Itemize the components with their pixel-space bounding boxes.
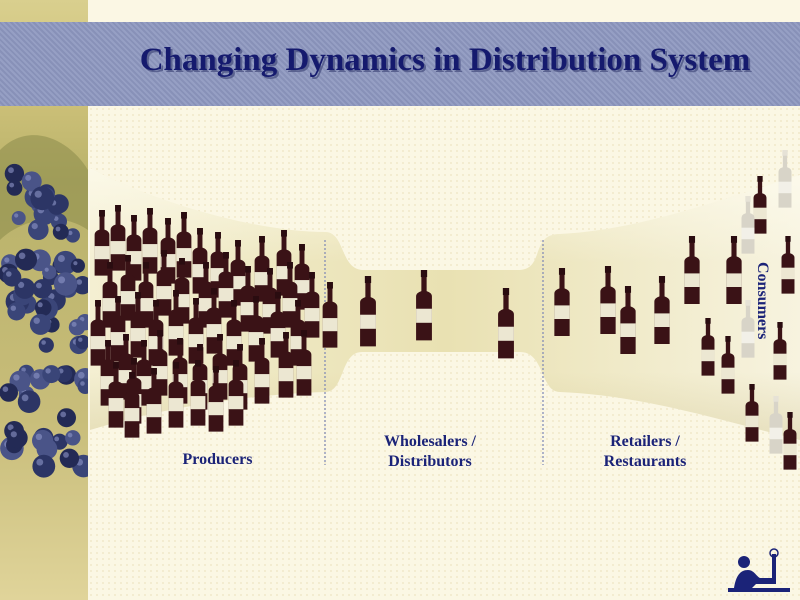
label-consumers: Consumers [754, 262, 771, 340]
wine-bottle-icon [620, 286, 636, 354]
wine-bottle-icon [120, 255, 136, 321]
wine-bottle-icon [498, 288, 514, 359]
slide-title: Changing Dynamics in Distribution System [139, 42, 751, 78]
wine-bottle-icon [721, 336, 735, 394]
wine-bottle-icon [110, 205, 126, 271]
wine-bottle-icon [296, 330, 312, 396]
title-band [0, 22, 800, 106]
wine-bottle-icon [254, 338, 270, 404]
wine-bottle-icon [240, 266, 256, 332]
wine-bottle-icon [218, 252, 234, 318]
wine-bottle-icon [554, 268, 570, 336]
wine-bottle-icon [360, 276, 376, 347]
wine-bottle-icon [190, 360, 206, 426]
wine-bottle-icon [741, 196, 755, 254]
wine-bottle-icon [156, 250, 172, 316]
label-wholesalers-distributors: Wholesalers / Distributors [355, 432, 505, 472]
wine-bottle-icon [208, 366, 224, 432]
label-wholesalers-line-2: Distributors [388, 453, 472, 470]
wine-bottle-icon [282, 262, 298, 328]
wine-bottle-icon [778, 150, 792, 208]
grape-cluster-icon [0, 135, 88, 478]
label-retailers-line-2: Restaurants [603, 453, 687, 470]
wine-bottle-icon [773, 322, 787, 380]
wine-bottle-icon [726, 236, 742, 304]
wine-bottle-icon [684, 236, 700, 304]
wine-bottle-icon [781, 236, 795, 294]
wine-bottle-icon [654, 276, 670, 344]
wine-bottle-icon [94, 210, 110, 276]
label-wholesalers-line-1: Wholesalers / [384, 433, 476, 450]
wine-bottle-icon [254, 236, 270, 302]
wine-bottle-icon [124, 372, 140, 438]
label-retailers-line-1: Retailers / [610, 433, 680, 450]
wine-bottle-icon [416, 270, 432, 341]
wine-bottle-icon [294, 244, 310, 310]
label-producers: Producers [182, 451, 253, 468]
wine-bottle-icon [168, 362, 184, 428]
wine-bottle-icon [741, 300, 755, 358]
wine-bottle-icon [322, 282, 338, 348]
figure-logo-icon [728, 548, 790, 592]
bottle-group [90, 150, 797, 470]
wine-bottle-icon [102, 262, 118, 328]
wine-bottle-icon [600, 266, 616, 334]
wine-bottle-icon [783, 412, 797, 470]
wine-bottle-icon [769, 396, 783, 454]
wine-bottle-icon [304, 272, 320, 338]
wine-bottle-icon [142, 208, 158, 274]
wine-bottle-icon [138, 262, 154, 328]
wine-bottle-icon [108, 362, 124, 428]
wine-bottle-icon [90, 300, 106, 366]
wine-bottle-icon [270, 292, 286, 358]
wine-bottle-icon [701, 318, 715, 376]
wine-bottle-icon [110, 296, 126, 362]
wine-bottle-icon [278, 332, 294, 398]
wine-bottle-icon [753, 176, 767, 234]
wine-bottle-icon [146, 368, 162, 434]
label-retailers-restaurants: Retailers / Restaurants [570, 432, 720, 472]
wine-bottle-icon [228, 360, 244, 426]
wine-bottle-icon [745, 384, 759, 442]
